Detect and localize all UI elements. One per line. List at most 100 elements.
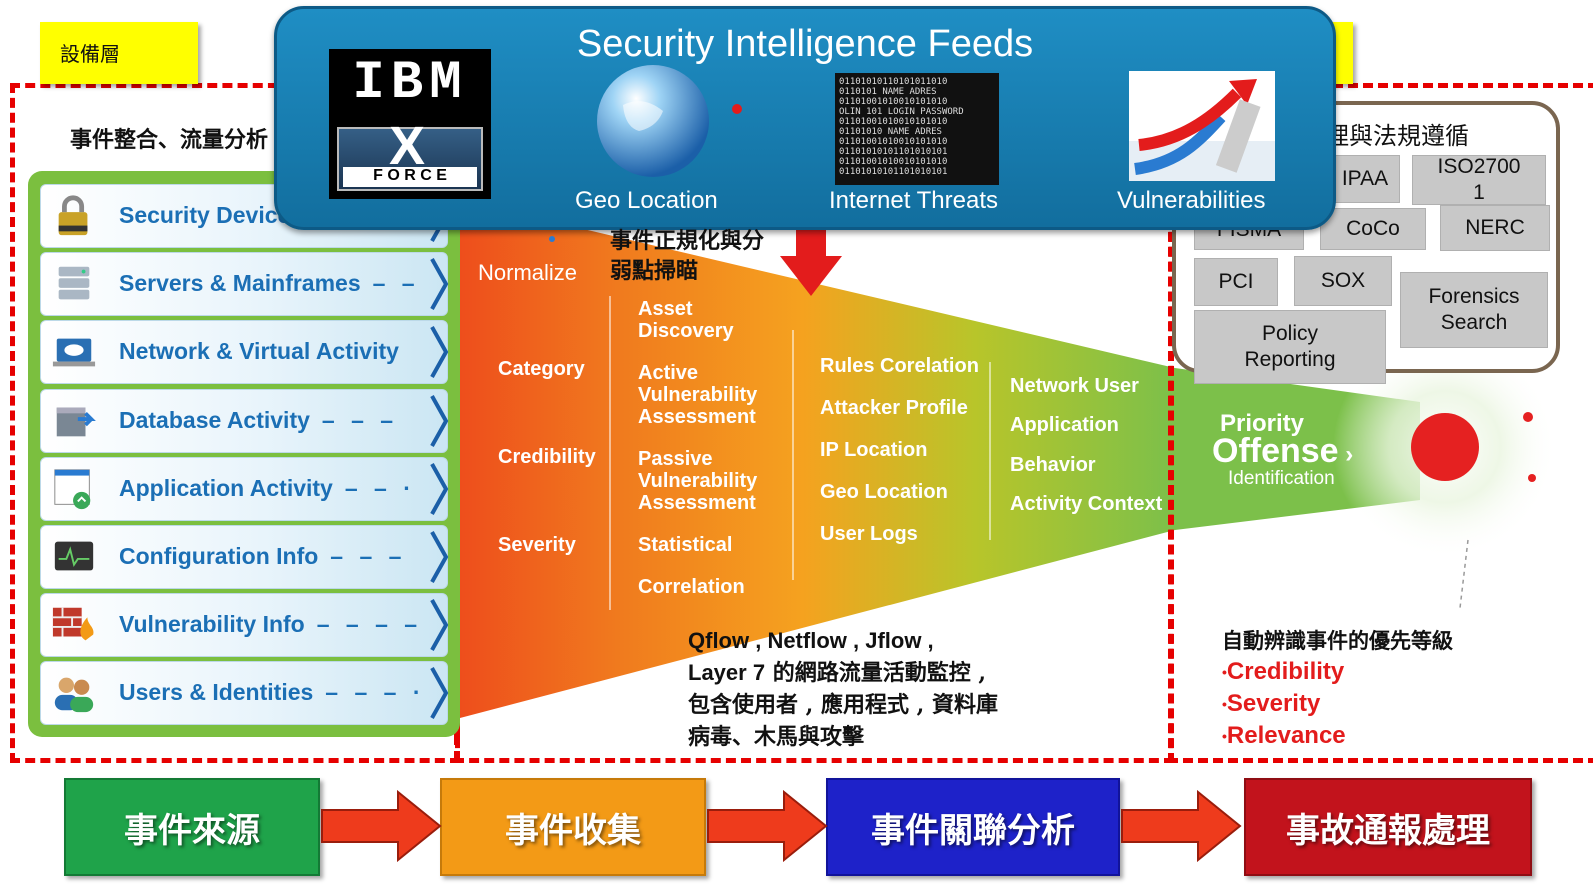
source-item-label: Database Activity [119,407,310,433]
flow-note-line1: Qflow , Netflow , Jflow , [688,628,934,653]
funnel-severity: Severity [498,534,576,556]
cloud-laptop-icon [52,338,96,367]
source-item-label: Vulnerability Info [119,611,305,637]
compliance-policy-reporting: Policy Reporting [1194,310,1386,384]
xforce-text: F O R C E [343,167,477,187]
source-item-label: Servers & Mainframes [119,270,361,296]
priority-relevance: Relevance [1226,722,1346,750]
funnel-shape [460,200,1175,718]
offense-dot [1411,413,1479,481]
funnel-ip-location: IP Location [820,439,928,461]
chevron-right-icon [430,531,449,583]
source-item-label: Users & Identities [119,679,314,705]
source-item-users-identities: Users & Identities – – – · [40,661,449,725]
ibm-logo-text: IBM [352,53,468,114]
funnel-category: Category [498,358,585,380]
process-arrow-2 [707,790,828,862]
dashed-connector: – – · [344,475,416,501]
compliance-forensics: Forensics Search [1400,272,1548,348]
funnel-credibility: Credibility [498,446,596,468]
ibm-xforce-logo: IBM X F O R C E [329,49,491,199]
normalize-label: Normalize [478,260,578,285]
identification-label: Identification [1228,468,1335,489]
internet-threats-image: 01101010110101011010 0110101 NAME ADRES … [835,73,999,185]
funnel-geo-location: Geo Location [820,481,948,503]
process-step-source: 事件來源 [64,778,320,876]
chevron-right-icon [430,599,449,651]
geo-location-caption: Geo Location [575,187,718,214]
application-icon [54,469,91,510]
device-layer-label: 設備層 [60,42,120,66]
funnel-application: Application [1010,414,1119,436]
users-icon [54,677,94,713]
dashed-connector: – – [372,270,420,296]
priority-note: 自動辨識事件的優先等級 •Credibility •Severity •Rele… [1222,625,1453,752]
funnel-attacker-profile: Attacker Profile [820,397,968,419]
compliance-coco: CoCo [1320,208,1426,250]
device-layer-label-box [40,22,198,84]
monitor-icon [54,541,94,571]
feeds-title: Security Intelligence Feeds [576,23,1034,65]
security-intelligence-feeds: Security Intelligence Feeds IBM X F O R … [274,6,1336,230]
compliance-pci: PCI [1194,258,1278,306]
funnel-rules-corelation: Rules Corelation [820,355,979,377]
flow-note-line4: 病毒、木馬與攻擊 [688,724,865,750]
dashed-connector: – – – · [325,679,426,705]
source-item-label: Security Devices [119,202,304,228]
compliance-nerc: NERC [1440,205,1550,251]
process-step-correlation: 事件關聯分析 [826,778,1120,876]
flow-note-line3: 包含使用者 , 應用程式 , 資料庫 [688,692,998,718]
source-item-configuration-info: Configuration Info – – – [40,525,449,589]
process-arrow-3 [1121,790,1242,862]
compliance-layer-boundary [1168,83,1593,763]
funnel-behavior: Behavior [1010,454,1096,476]
funnel-passive-vuln: Passive Vulnerability Assessment [638,448,758,514]
compliance-iso27001: ISO2700 1 [1412,155,1546,205]
dashed-connector: – – – [330,543,407,569]
chevron-right-icon [430,395,449,447]
process-step-incident: 事故通報處理 [1244,778,1532,876]
server-icon [58,266,90,300]
source-item-vulnerability-info: Vulnerability Info – – – – [40,593,449,657]
lock-icon [58,195,88,236]
firewall-icon [52,607,94,641]
dashed-connector: – – – – [316,611,423,637]
chevron-right-icon [430,463,449,515]
compliance-label: 理與法規遵循 [1325,123,1469,150]
globe-icon [597,65,742,177]
flow-monitoring-note: Qflow , Netflow , Jflow , Layer 7 的網路流量活… [688,625,998,753]
funnel-active-vuln: Active Vulnerability Assessment [638,362,758,428]
priority-severity: Severity [1226,690,1321,718]
priority-note-title: 自動辨識事件的優先等級 [1222,628,1453,653]
database-icon [56,407,96,437]
integration-layer-label: 事件整合、流量分析 [70,127,269,152]
priority-label: Priority [1220,410,1305,437]
flow-note-line2-en: Layer 7 [688,660,766,685]
dashed-connector: – – – [321,407,399,433]
funnel-asset-discovery: Asset Discovery [638,298,734,342]
chevron-right-icon [430,326,449,378]
priority-credibility: Credibility [1226,658,1345,685]
normalize-dot [549,236,555,242]
normalize-note: 事件正規化與分 弱點掃瞄 [610,228,765,284]
source-item-network-virtual-activity: Network & Virtual Activity [40,320,449,384]
funnel-correlation: Correlation [638,576,745,598]
funnel-network-user: Network User [1010,375,1139,397]
source-item-database-activity: Database Activity – – – [40,389,449,453]
vulnerabilities-image [1129,71,1275,181]
internet-threats-caption: Internet Threats [829,187,998,214]
offense-label: Offense › [1212,432,1354,470]
source-item-label: Configuration Info [119,543,319,569]
compliance-hipaa: IPAA [1330,155,1400,203]
source-item-label: Application Activity [119,475,333,501]
funnel-user-logs: User Logs [820,523,918,545]
process-arrow-1 [321,790,442,862]
source-item-servers-mainframes: Servers & Mainframes – – [40,252,449,316]
source-item-application-activity: Application Activity – – · [40,457,449,521]
funnel-statistical: Statistical [638,534,733,556]
funnel-activity-context: Activity Context [1010,493,1163,515]
source-item-label: Network & Virtual Activity [119,338,399,364]
chevron-right-icon [430,667,449,719]
process-step-collection: 事件收集 [440,778,706,876]
